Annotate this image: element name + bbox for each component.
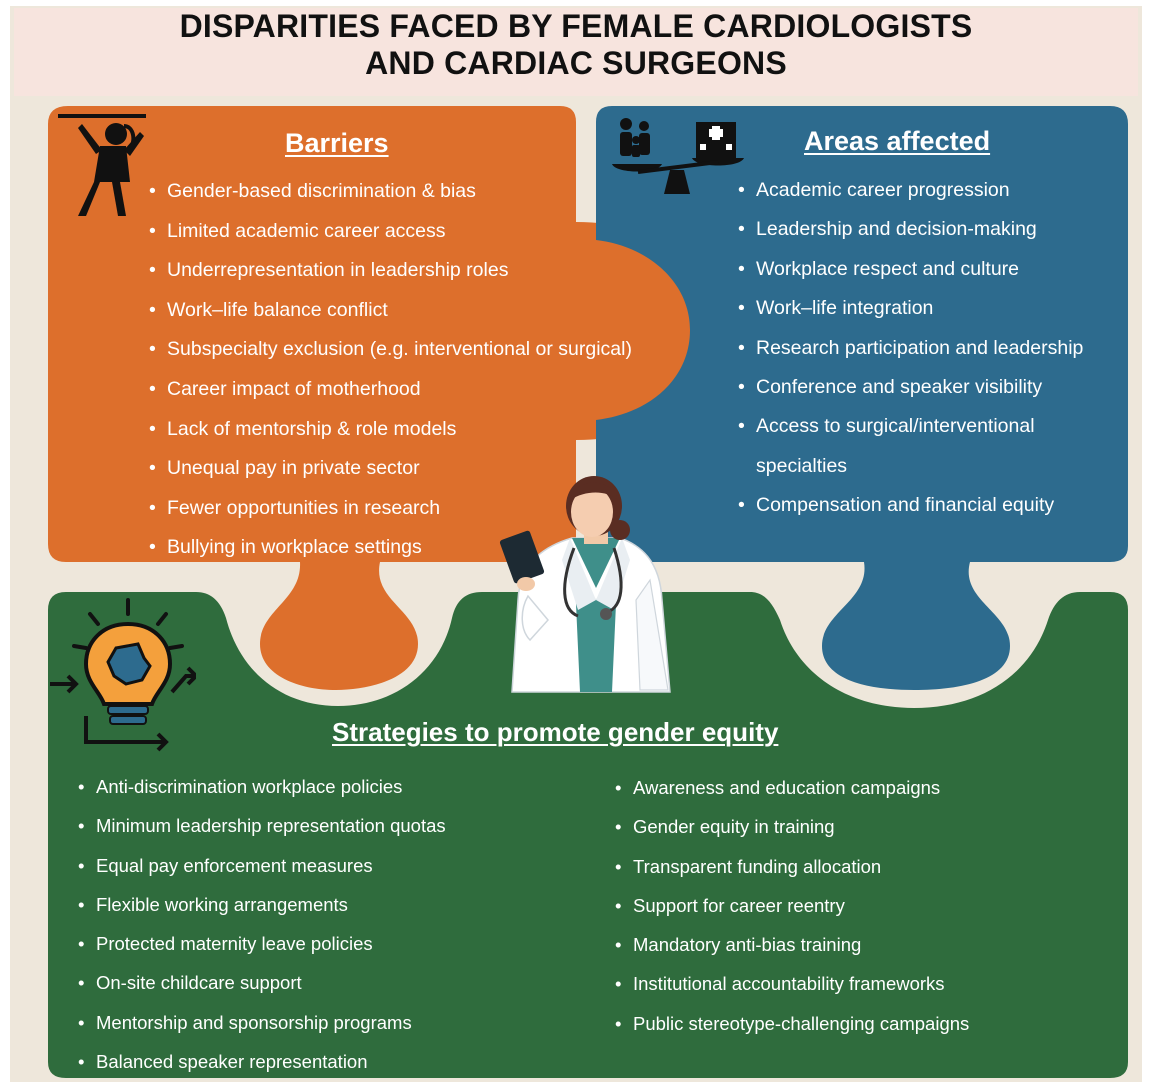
strategies-list-right: Awareness and education campaigns Gender… [615,768,969,1044]
list-item: Equal pay enforcement measures [78,846,446,886]
areas-list: Academic career progression Leadership a… [738,171,1086,526]
title-line-1: DISPARITIES FACED BY FEMALE CARDIOLOGIST… [179,8,973,44]
strategies-list-left: Anti-discrimination workplace policies M… [78,767,446,1082]
list-item: Career impact of motherhood [149,370,632,410]
title-line-2: AND CARDIAC SURGEONS [365,45,787,81]
list-item: Access to surgical/interventional specia… [738,407,1086,486]
list-item: Transparent funding allocation [615,847,969,887]
list-item: Academic career progression [738,171,1086,211]
list-item: Limited academic career access [149,212,632,252]
list-item: Gender-based discrimination & bias [149,172,632,212]
list-item: Work–life integration [738,289,1086,329]
list-item: Compensation and financial equity [738,486,1086,526]
list-item: Awareness and education campaigns [615,768,969,808]
family-icon [620,118,650,157]
strategies-heading: Strategies to promote gender equity [332,717,779,747]
list-item: Lack of mentorship & role models [149,410,632,450]
list-item: Institutional accountability frameworks [615,964,969,1004]
list-item: Unequal pay in private sector [149,449,632,489]
woman-blocked-icon [58,114,146,216]
list-item: Balanced speaker representation [78,1042,446,1082]
list-item: Support for career reentry [615,886,969,926]
list-item: Anti-discrimination workplace policies [78,767,446,807]
page-title: DISPARITIES FACED BY FEMALE CARDIOLOGIST… [14,8,1138,82]
list-item: Flexible working arrangements [78,885,446,925]
list-item: Workplace respect and culture [738,250,1086,290]
list-item: Protected maternity leave policies [78,924,446,964]
hospital-icon [696,122,736,158]
list-item: Minimum leadership representation quotas [78,806,446,846]
lightbulb-puzzle-icon [50,598,196,752]
list-item: Fewer opportunities in research [149,489,632,529]
list-item: Research participation and leadership [738,329,1086,369]
list-item: Work–life balance conflict [149,291,632,331]
barriers-list: Gender-based discrimination & bias Limit… [149,172,632,568]
balance-scale-icon [612,118,744,194]
list-item: Conference and speaker visibility [738,368,1086,408]
list-item: Bullying in workplace settings [149,528,632,568]
barriers-heading: Barriers [285,128,389,158]
list-item: Leadership and decision-making [738,210,1086,250]
list-item: Subspecialty exclusion (e.g. interventio… [149,330,632,370]
areas-heading: Areas affected [804,126,991,156]
list-item: On-site childcare support [78,963,446,1003]
list-item: Mentorship and sponsorship programs [78,1003,446,1043]
list-item: Mandatory anti-bias training [615,925,969,965]
list-item: Public stereotype-challenging campaigns [615,1004,969,1044]
list-item: Underrepresentation in leadership roles [149,251,632,291]
list-item: Gender equity in training [615,807,969,847]
title-band [14,8,1138,96]
